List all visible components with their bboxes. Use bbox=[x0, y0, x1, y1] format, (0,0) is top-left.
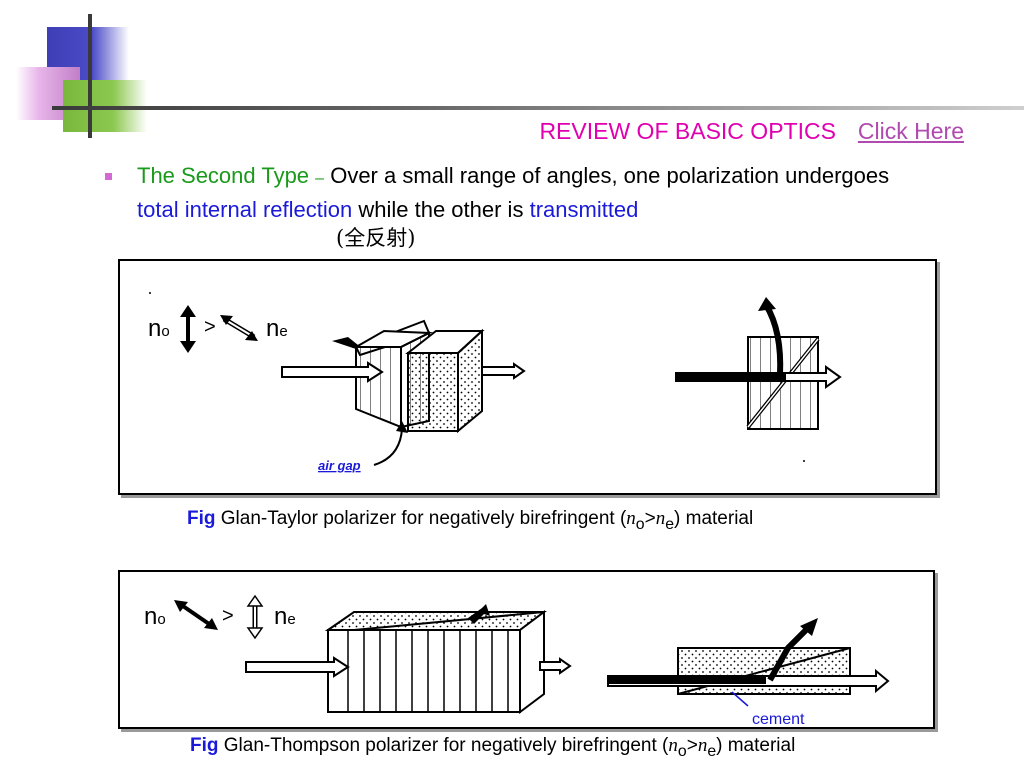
fig-label: Fig bbox=[187, 508, 216, 529]
highlight-transmitted: transmitted bbox=[529, 197, 639, 222]
glan-thompson-figure: no > ne bbox=[118, 570, 935, 729]
fig-label-2: Fig bbox=[190, 735, 219, 756]
bullet-paragraph: The Second Type – Over a small range of … bbox=[137, 160, 897, 225]
caption-gt: > bbox=[644, 508, 656, 529]
greater-than: > bbox=[204, 316, 216, 338]
slide-title: REVIEW OF BASIC OPTICS bbox=[539, 118, 836, 144]
input-beam-arrow bbox=[281, 361, 384, 383]
chinese-annotation: (全反射) bbox=[336, 226, 416, 250]
glan-thompson-caption: Fig Glan-Thompson polarizer for negative… bbox=[190, 735, 795, 761]
cement-label: cement bbox=[752, 711, 805, 727]
glan-thompson-prism bbox=[324, 610, 547, 714]
bullet-marker bbox=[105, 173, 112, 180]
caption-tail-2: ) material bbox=[716, 735, 796, 756]
caption-ne-sub-2: e bbox=[707, 742, 717, 760]
input-beam-arrow-2 bbox=[245, 656, 350, 678]
air-gap-pointer bbox=[373, 428, 403, 466]
highlight-tir: total internal reflection bbox=[137, 197, 353, 222]
bullet-text-1: Over a small range of angles, one polari… bbox=[330, 163, 890, 188]
caption-ne-sub: e bbox=[665, 515, 675, 533]
decor-horizontal-line bbox=[52, 106, 1024, 110]
glan-taylor-figure: no > ne bbox=[118, 259, 937, 495]
right-prism bbox=[405, 328, 485, 434]
cement-pointer bbox=[731, 691, 749, 707]
glan-taylor-diagram: no > ne bbox=[148, 292, 842, 473]
output-beam-arrow-2 bbox=[539, 657, 572, 675]
glan-taylor-side-view bbox=[675, 297, 842, 430]
glan-thompson-side-view bbox=[607, 618, 890, 695]
bullet-dash: – bbox=[315, 170, 325, 187]
caption-no-sub-2: o bbox=[677, 742, 687, 760]
label-ne: ne bbox=[266, 315, 288, 342]
glan-thompson-diagram: no > ne bbox=[144, 594, 890, 728]
caption-no-sub: o bbox=[635, 515, 645, 533]
caption-tail: ) material bbox=[674, 508, 754, 529]
slanted-polarization-icon bbox=[220, 315, 258, 341]
bullet-lead: The Second Type bbox=[137, 163, 310, 188]
label-no: no bbox=[148, 315, 170, 342]
caption-text: Glan-Taylor polarizer for negatively bir… bbox=[220, 508, 627, 529]
air-gap-arrowhead bbox=[396, 421, 408, 433]
vertical-polarization-icon-2 bbox=[246, 594, 264, 640]
output-beam-arrow bbox=[481, 362, 526, 380]
caption-no-2: n bbox=[668, 735, 678, 756]
decor-vertical-line bbox=[88, 14, 92, 138]
glan-taylor-caption: Fig Glan-Taylor polarizer for negatively… bbox=[187, 508, 753, 534]
reflected-beam-arrow-2 bbox=[468, 604, 490, 624]
label-ne-2: ne bbox=[274, 603, 296, 630]
caption-text-2: Glan-Thompson polarizer for negatively b… bbox=[223, 735, 669, 756]
label-no-2: no bbox=[144, 603, 166, 630]
reflected-beam-arrow bbox=[332, 337, 358, 349]
slide-header: REVIEW OF BASIC OPTICS Click Here bbox=[539, 118, 964, 145]
greater-than-2: > bbox=[222, 605, 234, 627]
air-gap-label: air gap bbox=[318, 458, 361, 473]
bullet-text-2: while the other is bbox=[358, 197, 524, 222]
caption-ne-2: n bbox=[697, 735, 708, 756]
prism-stripes bbox=[347, 630, 509, 712]
caption-no: n bbox=[626, 508, 636, 529]
vertical-polarization-icon bbox=[180, 305, 196, 353]
caption-gt-2: > bbox=[686, 735, 698, 756]
click-here-link[interactable]: Click Here bbox=[857, 118, 964, 144]
slanted-polarization-icon-2 bbox=[174, 600, 218, 630]
caption-ne: n bbox=[655, 508, 666, 529]
